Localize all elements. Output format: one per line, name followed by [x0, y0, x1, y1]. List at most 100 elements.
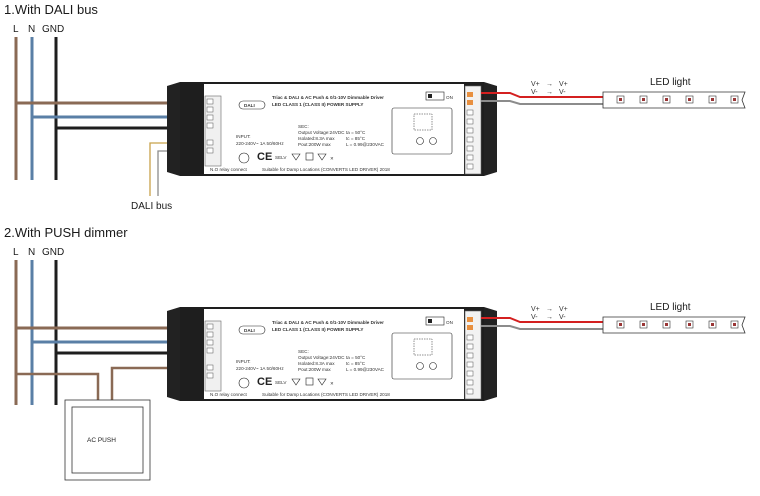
- arrow-minus-2: →: [546, 314, 553, 321]
- led-chip: [685, 320, 694, 329]
- driver-2-dali-logo: DALI: [244, 328, 255, 333]
- arrow-plus-1: →: [546, 81, 553, 88]
- out-plus-right-1: V+: [559, 81, 568, 88]
- driver-2-dial-a: [416, 362, 424, 370]
- driver-1-sec-line1: Output Voltage:24VDC: [298, 130, 345, 135]
- arrow-plus-2: →: [546, 306, 553, 313]
- out-minus-right-2: V-: [559, 314, 566, 321]
- out-plus-left-2: V+: [531, 306, 540, 313]
- led-label-2: LED light: [650, 302, 691, 313]
- label-L-1: L: [13, 24, 19, 35]
- out-plus-left-1: V+: [531, 81, 540, 88]
- driver-2-dial-b: [429, 362, 437, 370]
- led-chip: [708, 320, 717, 329]
- driver-1-temp-line3: L = 0.99@230VAC: [346, 142, 385, 147]
- driver-2-footer-right: Suitable for Damp Locations (CONVERTS LE…: [262, 392, 390, 397]
- driver-1-footer-left: N.O relay connect: [210, 167, 247, 172]
- driver-2-input-spec: 220-240V~ 1A 50/60Hz: [236, 366, 284, 371]
- driver-1-temp-line1: ta = 50°C: [346, 130, 366, 135]
- driver-1-input-terminal: [204, 95, 222, 167]
- driver-2: Triac & DALI & AC Push & 0/1-10V Dimmabl…: [167, 307, 497, 401]
- driver-2-sec-line2: Isolated:8.3A max: [298, 361, 335, 366]
- out-minus-left-1: V-: [531, 89, 538, 96]
- led-chip: [685, 95, 694, 104]
- driver-1-ce-mark: CE: [257, 151, 272, 163]
- led-chip: [639, 320, 648, 329]
- label-L-2: L: [13, 247, 19, 258]
- led-chip: [662, 95, 671, 104]
- driver-2-sec-line3: Pout:200W max: [298, 367, 331, 372]
- driver-1-dali-logo-box: [238, 100, 266, 110]
- label-N-2: N: [28, 247, 35, 258]
- out-wire-gray-2: [481, 325, 604, 330]
- driver-1-temp-line2: tc = 85°C: [346, 136, 366, 141]
- driver-2-input-terminal: [204, 320, 222, 392]
- dali-bus-label: DALI bus: [131, 201, 172, 212]
- ac-push-dimmer: AC PUSH: [64, 399, 151, 481]
- driver-1-mount-left: [167, 82, 180, 176]
- driver-2-temp-line2: tc = 85°C: [346, 361, 366, 366]
- led-chip: [662, 320, 671, 329]
- driver-2-selv-mark: SELV: [275, 380, 287, 385]
- driver-1-subtitle: LED CLASS 1 (CLASS II) POWER SUPPLY: [272, 102, 363, 107]
- driver-2-title: Triac & DALI & AC Push & 0/1-10V Dimmabl…: [272, 320, 384, 325]
- driver-1-switch-label: ON: [446, 95, 453, 100]
- driver-1-dial-b: [429, 137, 437, 145]
- driver-2-subtitle: LED CLASS 1 (CLASS II) POWER SUPPLY: [272, 327, 363, 332]
- driver-2-dial-panel: [391, 332, 453, 380]
- driver-2-footer-left: N.O relay connect: [210, 392, 247, 397]
- driver-1-selv-mark: SELV: [275, 155, 287, 160]
- driver-2-mount-left: [167, 307, 180, 401]
- arrow-minus-1: →: [546, 89, 553, 96]
- driver-1-cert-icon: [238, 152, 250, 164]
- section-1: 1.With DALI bus L N GND DALI bus: [4, 2, 746, 212]
- driver-2-input-label: INPUT:: [236, 359, 251, 364]
- out-minus-left-2: V-: [531, 314, 538, 321]
- driver-2-dali-logo-box: [238, 325, 266, 335]
- led-strip-1: [602, 91, 746, 109]
- out-wire-red-1: [481, 92, 604, 98]
- out-wire-red-2: [481, 317, 604, 323]
- label-GND-2: GND: [42, 247, 64, 258]
- out-minus-right-1: V-: [559, 89, 566, 96]
- section-2: 2.With PUSH dimmer L N GND AC PUSH: [4, 225, 746, 481]
- driver-2-bin-icon: ✕: [330, 381, 334, 386]
- driver-2-sec-label: SEC:: [298, 349, 309, 354]
- driver-1-sec-line2: Isolated:8.3A max: [298, 136, 335, 141]
- led-chip: [730, 95, 739, 104]
- out-plus-right-2: V+: [559, 306, 568, 313]
- driver-1-sec-line3: Pout:200W max: [298, 142, 331, 147]
- driver-2-switch-label: ON: [446, 320, 453, 325]
- section-1-title: 1.With DALI bus: [4, 2, 98, 17]
- driver-2-ce-mark: CE: [257, 376, 272, 388]
- led-strip-2: [602, 316, 746, 334]
- ac-push-inner: [71, 406, 144, 474]
- driver-1-dip-switch: [425, 91, 445, 101]
- out-wire-gray-1: [481, 100, 604, 105]
- led-chip: [639, 95, 648, 104]
- driver-1-dali-logo: DALI: [244, 103, 255, 108]
- label-N-1: N: [28, 24, 35, 35]
- driver-2-triangle-icon: [291, 378, 301, 386]
- driver-1-bin-icon: ✕: [330, 156, 334, 161]
- driver-1-sec-label: SEC:: [298, 124, 309, 129]
- driver-1-footer-right: Suitable for Damp Locations (CONVERTS LE…: [262, 167, 390, 172]
- driver-1-dial-a: [416, 137, 424, 145]
- driver-1-mount-right: [484, 82, 497, 176]
- driver-1: Triac & DALI & AC Push & 0/1-10V Dimmabl…: [167, 82, 497, 176]
- ac-push-label: AC PUSH: [87, 437, 116, 444]
- section-2-title: 2.With PUSH dimmer: [4, 225, 128, 240]
- driver-1-triangle-icon-2: [317, 153, 327, 161]
- driver-1-triangle-icon: [291, 153, 301, 161]
- driver-2-dip-switch: [425, 316, 445, 326]
- driver-2-temp-line3: L = 0.99@230VAC: [346, 367, 385, 372]
- driver-1-input-spec: 220-240V~ 1A 50/60Hz: [236, 141, 284, 146]
- driver-2-sec-line1: Output Voltage:24VDC: [298, 355, 345, 360]
- label-GND-1: GND: [42, 24, 64, 35]
- push-wire-L: [16, 372, 100, 400]
- driver-2-mount-right: [484, 307, 497, 401]
- led-chip: [616, 95, 625, 104]
- driver-1-box-icon: [305, 152, 314, 161]
- driver-2-temp-line1: ta = 50°C: [346, 355, 366, 360]
